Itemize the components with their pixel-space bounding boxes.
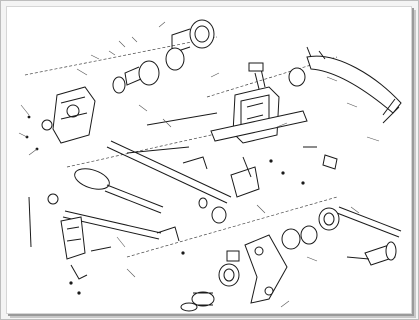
shafts [62, 112, 402, 240]
assembly-axes [24, 36, 338, 258]
small-parts [90, 146, 338, 255]
upper-arm [288, 46, 402, 124]
exploded-parts-diagram [18, 19, 402, 312]
gearbox-block [18, 86, 96, 156]
lever-left [74, 168, 164, 214]
main-body [210, 62, 308, 144]
diagram-panel [6, 6, 412, 314]
crank-arm [180, 234, 288, 312]
leader-lines [76, 40, 380, 308]
rollers [191, 197, 340, 307]
motor-assembly [108, 19, 215, 94]
left-bracket [28, 193, 88, 295]
flanged-shaft [346, 241, 397, 266]
